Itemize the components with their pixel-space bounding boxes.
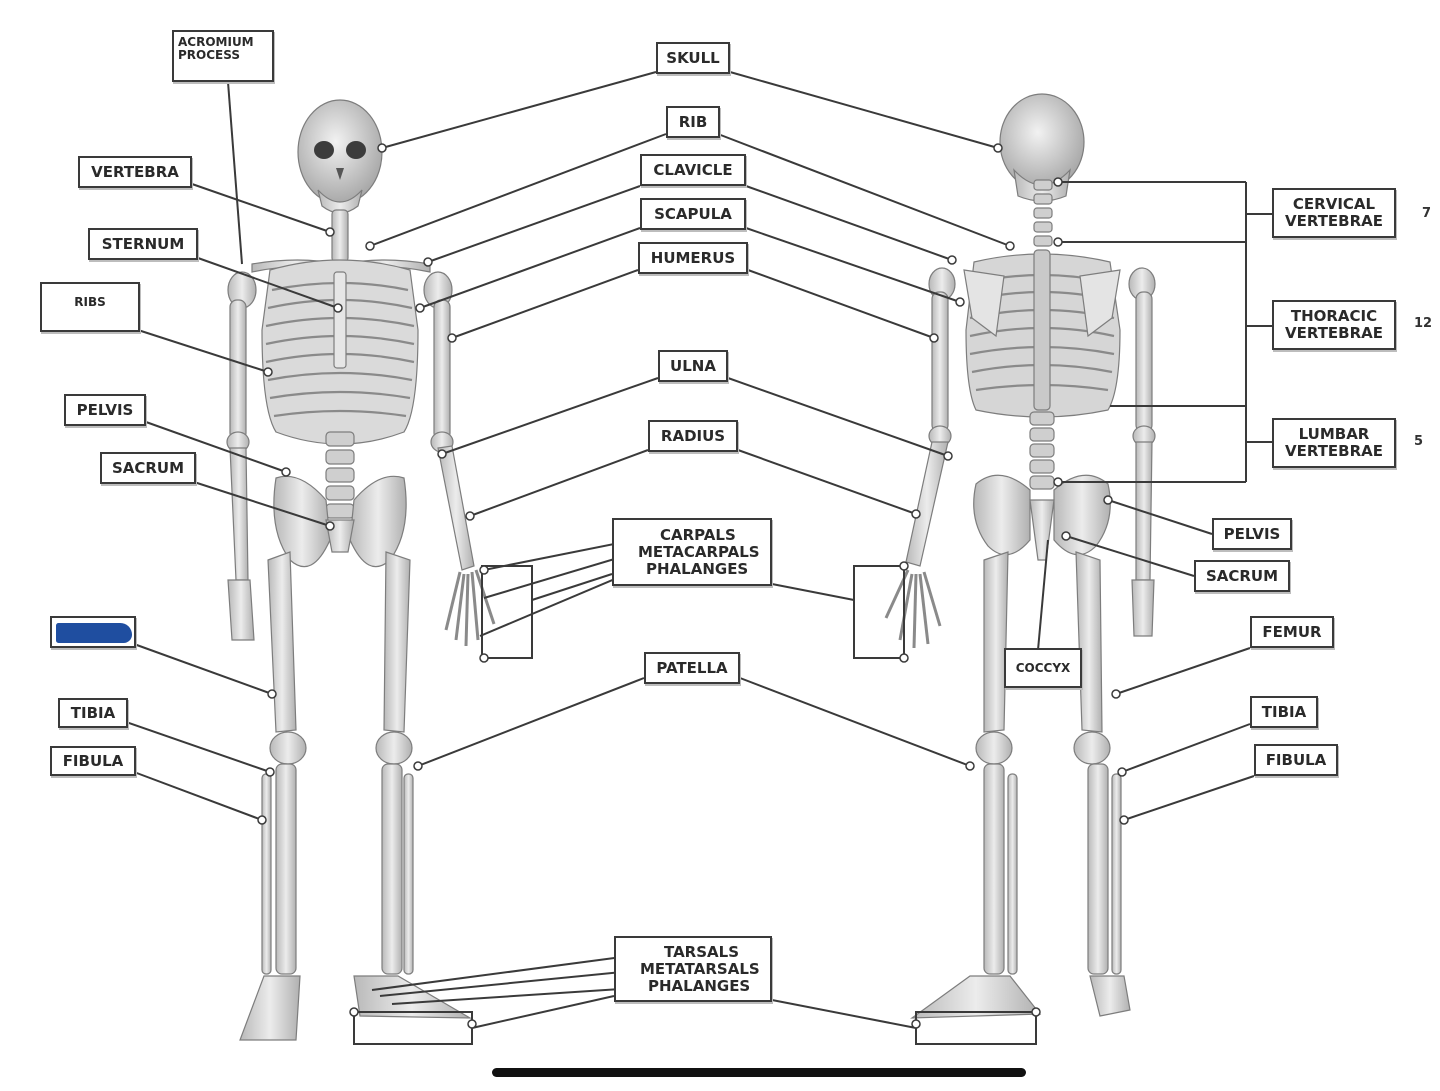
label-sacrum-back: SACRUM <box>1194 560 1290 592</box>
label-carpals: CARPALS <box>660 525 736 544</box>
label-humerus: HUMERUS <box>638 242 748 274</box>
leader-lines <box>125 71 1272 1045</box>
label-tarsals: TARSALS <box>664 942 739 961</box>
label-ribs: RIBS <box>40 282 140 332</box>
label-pelvis-front: PELVIS <box>64 394 146 426</box>
label-hand-group: CARPALS METACARPALS PHALANGES <box>612 518 772 586</box>
label-fibula-back: FIBULA <box>1254 744 1338 776</box>
label-coccyx: COCCYX <box>1004 648 1082 688</box>
front-pelvis <box>273 475 331 568</box>
back-skeleton <box>884 93 1156 1019</box>
label-metacarpals: METACARPALS <box>638 542 760 561</box>
label-cervical-vertebrae: CERVICAL VERTEBRAE <box>1272 188 1396 238</box>
label-ulna: ULNA <box>658 350 728 382</box>
label-sacrum-front: SACRUM <box>100 452 196 484</box>
label-vertebra: VERTEBRA <box>78 156 192 188</box>
blue-redaction-mark-icon <box>56 623 132 643</box>
label-sternum: STERNUM <box>88 228 198 260</box>
count-cervical: 7 <box>1422 206 1432 221</box>
label-pelvis-back: PELVIS <box>1212 518 1292 550</box>
label-femur: FEMUR <box>1250 616 1334 648</box>
label-skull: SKULL <box>656 42 730 74</box>
label-tibia-front: TIBIA <box>58 698 128 728</box>
front-skull <box>297 99 383 205</box>
label-foot-group: TARSALS METATARSALS PHALANGES <box>614 936 772 1002</box>
label-acromium-process: ACROMIUM PROCESS <box>172 30 274 82</box>
label-rib: RIB <box>666 106 720 138</box>
label-phalanges-foot: PHALANGES <box>648 976 751 995</box>
label-patella: PATELLA <box>644 652 740 684</box>
label-redacted <box>50 616 136 648</box>
label-thoracic-vertebrae: THORACIC VERTEBRAE <box>1272 300 1396 350</box>
label-lumbar-vertebrae: LUMBAR VERTEBRAE <box>1272 418 1396 468</box>
back-skull <box>999 93 1085 191</box>
front-skeleton <box>226 99 496 1041</box>
label-clavicle: CLAVICLE <box>640 154 746 186</box>
label-scapula: SCAPULA <box>640 198 746 230</box>
label-metatarsals: METATARSALS <box>640 959 760 978</box>
horizontal-scrollbar[interactable] <box>492 1068 1026 1077</box>
label-radius: RADIUS <box>648 420 738 452</box>
count-thoracic: 12 <box>1414 316 1433 331</box>
label-fibula-front: FIBULA <box>50 746 136 776</box>
label-tibia-back: TIBIA <box>1250 696 1318 728</box>
leader-dots <box>257 143 1129 1029</box>
count-lumbar: 5 <box>1414 434 1424 449</box>
label-phalanges-hand: PHALANGES <box>646 559 749 578</box>
